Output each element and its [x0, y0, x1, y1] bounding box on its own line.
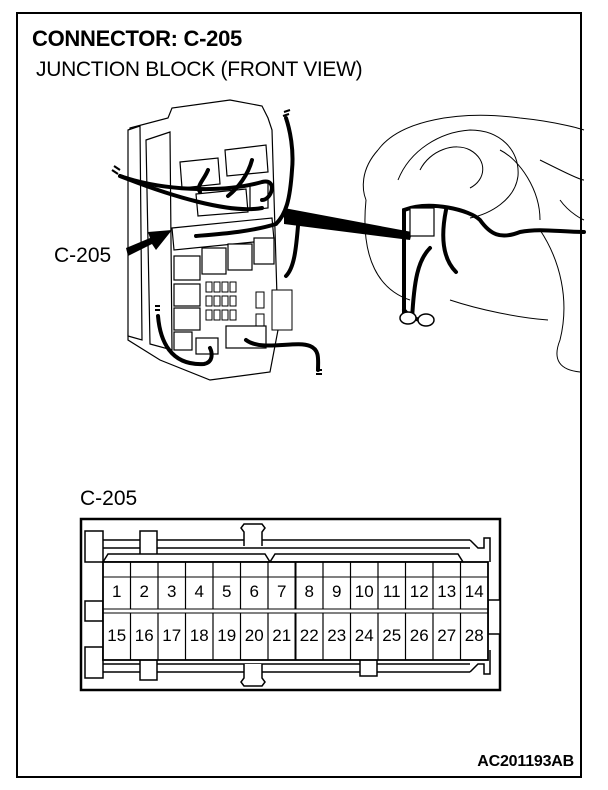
relay-top-left: [179, 157, 221, 189]
diagram-frame: [16, 12, 582, 778]
pin-13: 13: [437, 582, 456, 601]
key-post-top: [240, 523, 266, 546]
pin-11: 11: [383, 582, 401, 601]
pin-14: 14: [465, 582, 484, 601]
pin-1: 1: [112, 582, 121, 601]
connector-label: C-205: [80, 487, 138, 510]
wire-harness: [118, 116, 321, 372]
pin-22: 22: [300, 626, 319, 645]
pin-26: 26: [410, 626, 429, 645]
pin-16: 16: [135, 626, 154, 645]
page-subtitle: JUNCTION BLOCK (FRONT VIEW): [36, 58, 363, 81]
steering-wheel-location-view: [362, 114, 585, 373]
key-post-bottom: [240, 664, 266, 687]
pin-9: 9: [332, 582, 341, 601]
arrow-right-icon: [126, 230, 172, 256]
left-latch-top: [84, 530, 104, 563]
pin-25: 25: [382, 626, 401, 645]
pin-23: 23: [327, 626, 346, 645]
pin-6: 6: [250, 582, 259, 601]
callout-label: C-205: [54, 244, 112, 267]
left-latch-bottom: [84, 646, 104, 679]
pin-19: 19: [217, 626, 236, 645]
pin-3: 3: [167, 582, 176, 601]
left-latch-middle: [84, 600, 104, 622]
pin-7: 7: [277, 582, 286, 601]
pin-18: 18: [190, 626, 209, 645]
pin-24: 24: [355, 626, 374, 645]
pin-17: 17: [162, 626, 181, 645]
pin-28: 28: [465, 626, 484, 645]
pin-2: 2: [140, 582, 149, 601]
right-latch: [487, 599, 501, 635]
figure-id: AC201193AB: [477, 753, 574, 770]
wire-ends: [111, 109, 322, 375]
pin-21: 21: [272, 626, 291, 645]
pin-5: 5: [222, 582, 231, 601]
pin-15: 15: [107, 626, 126, 645]
location-leader: [284, 208, 412, 240]
relay-top-right: [224, 144, 269, 177]
pin-4: 4: [195, 582, 204, 601]
pin-10: 10: [355, 582, 374, 601]
connector-location: [409, 207, 435, 237]
pin-8: 8: [305, 582, 314, 601]
pin-12: 12: [410, 582, 429, 601]
pin-20: 20: [245, 626, 264, 645]
pin-27: 27: [437, 626, 456, 645]
page-title: CONNECTOR: C-205: [32, 26, 242, 51]
junction-block-body: [127, 99, 293, 381]
